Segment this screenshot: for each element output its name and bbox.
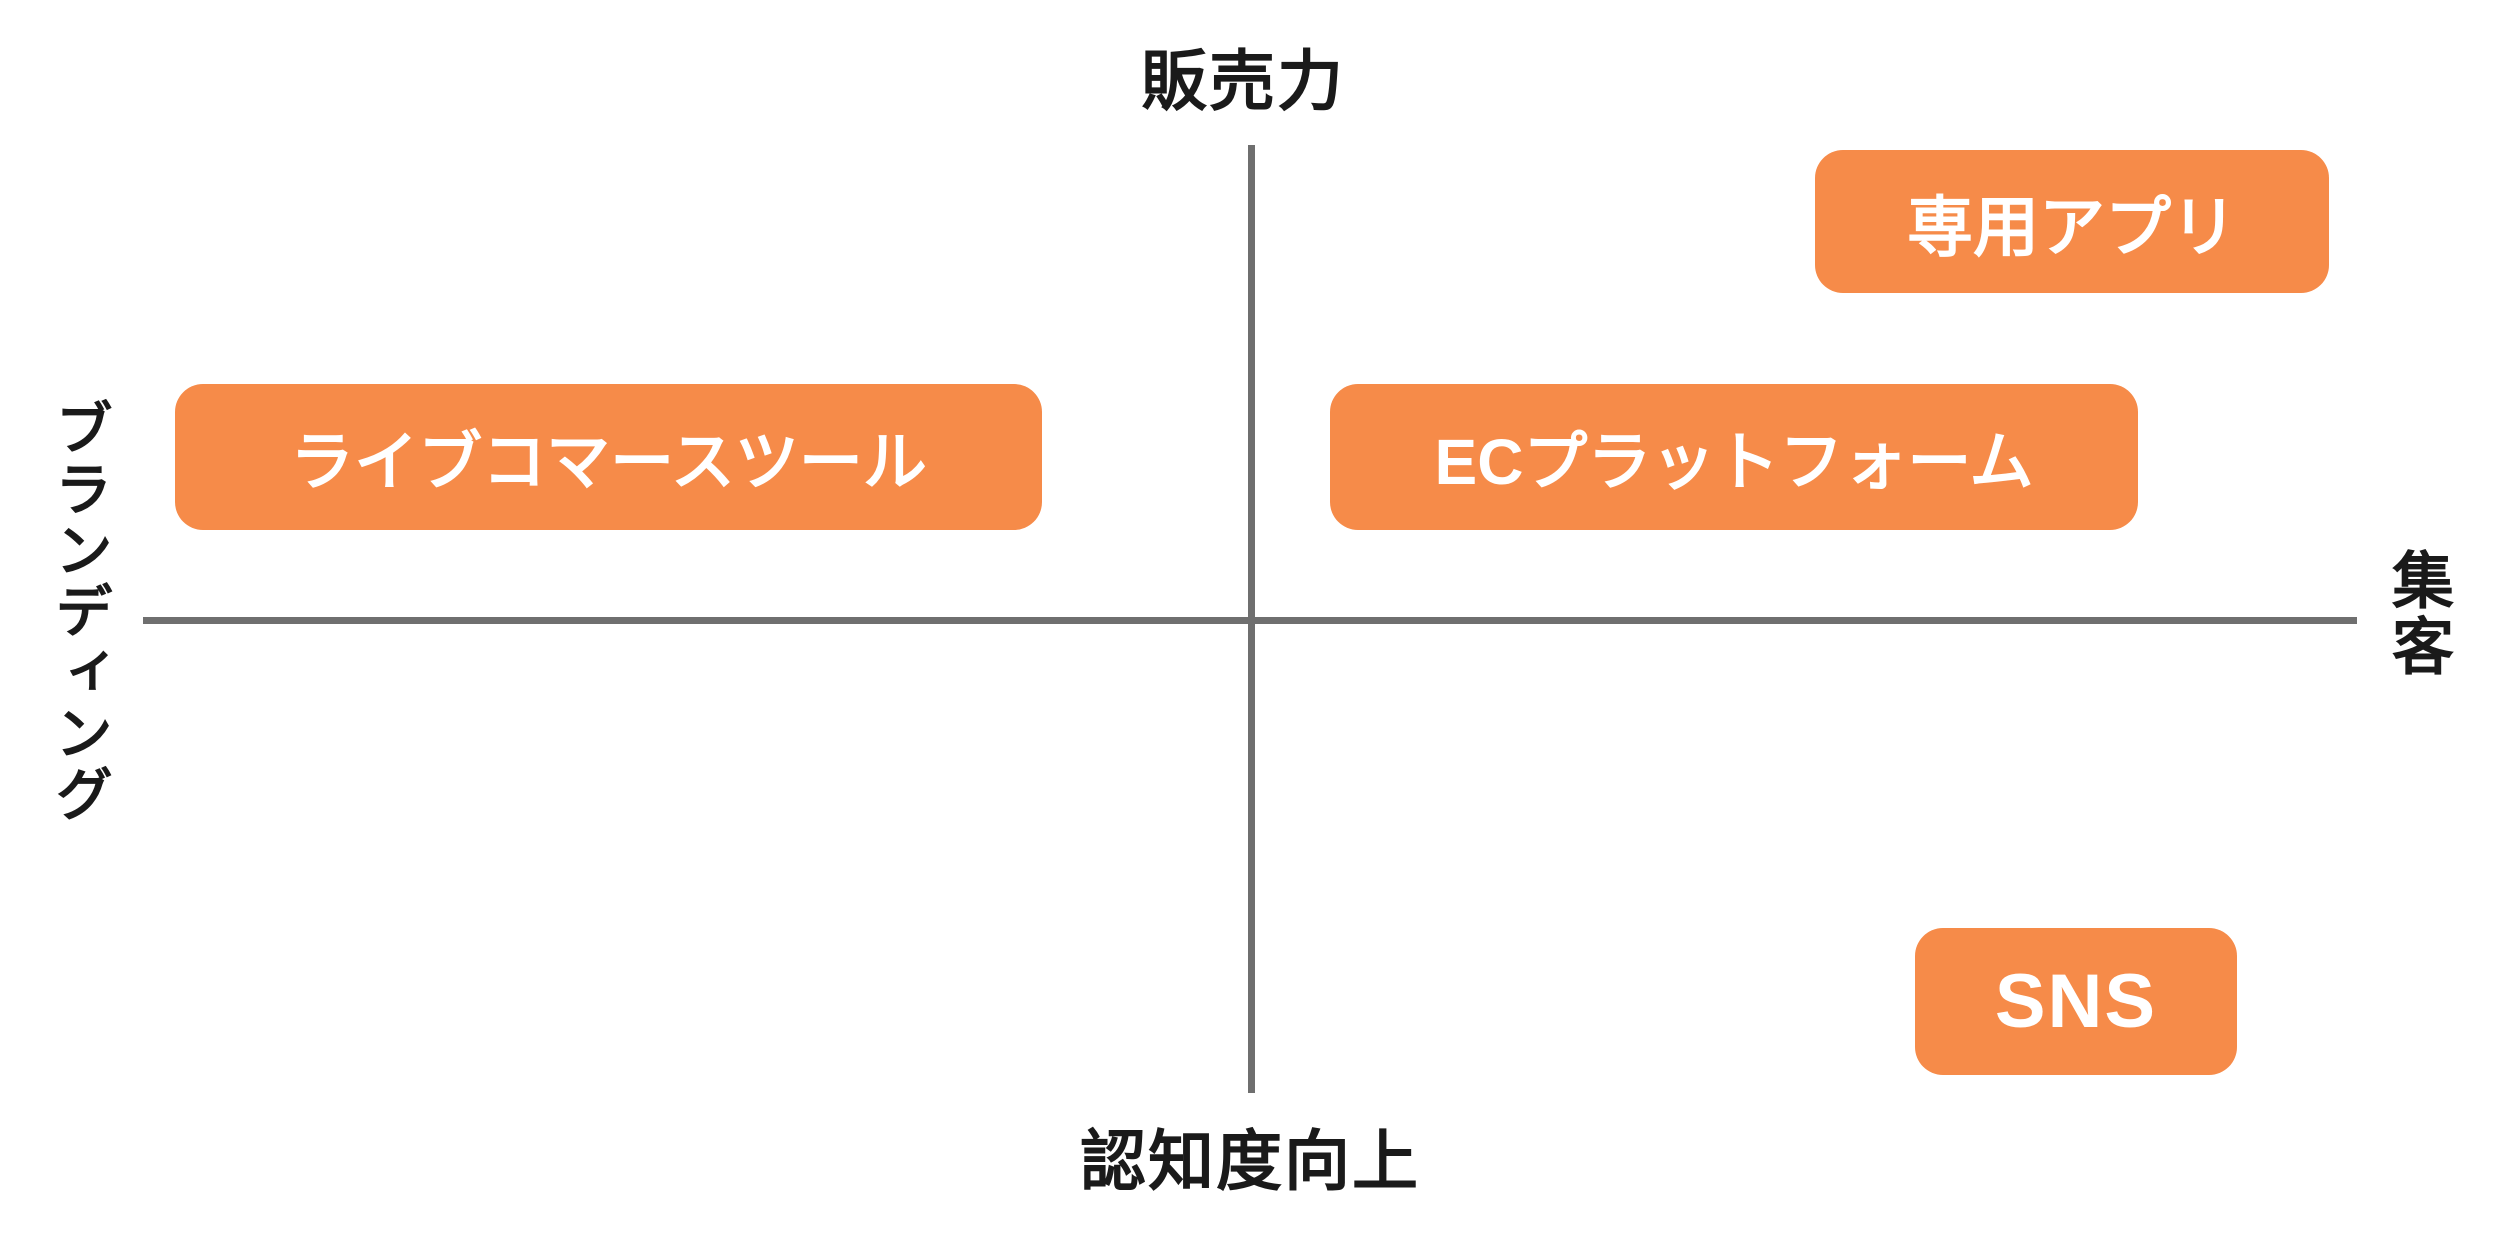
axis-label-right: 集客 <box>2382 548 2451 680</box>
axis-label-left: ブランディング <box>46 398 111 825</box>
horizontal-axis-line <box>143 617 2357 624</box>
axis-label-top: 販売力 <box>1141 44 1345 118</box>
item-box-dedicated-app: 専用アプリ <box>1815 150 2329 293</box>
item-box-sns: SNS <box>1915 928 2237 1075</box>
item-box-live-commerce-tool: ライブコマースツール <box>175 384 1042 530</box>
axis-label-bottom: 認知度向上 <box>1080 1124 1420 1198</box>
item-box-ec-platform: ECプラットフォーム <box>1330 384 2138 530</box>
